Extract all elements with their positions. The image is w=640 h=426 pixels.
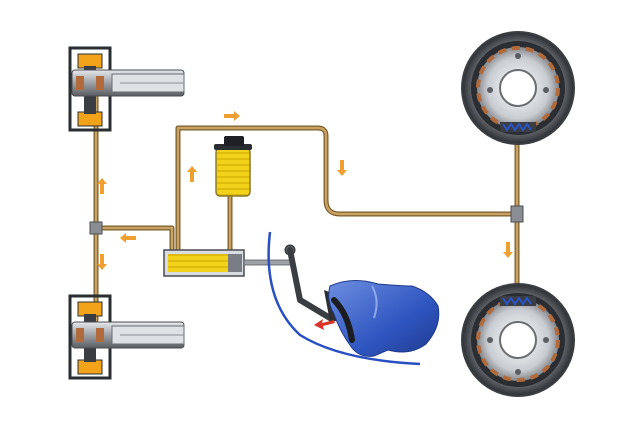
pedal-force-arrow — [314, 319, 335, 330]
master-cylinder — [163, 249, 295, 277]
rear-right-drum-brake — [461, 283, 575, 397]
fluid-reservoir — [214, 136, 252, 197]
top-line-arrow — [224, 111, 240, 121]
left-line-arrow — [120, 233, 136, 243]
right-line-arrow — [337, 160, 347, 176]
right-junction — [510, 205, 524, 223]
floor-line — [267, 231, 421, 366]
brake-lines — [89, 75, 524, 323]
front-left-disc-brake — [68, 46, 185, 132]
right-down-arrow — [503, 242, 513, 258]
rear-left-disc-brake — [68, 294, 185, 380]
left-junction — [89, 221, 103, 235]
front-right-drum-brake — [461, 31, 575, 145]
left-down-arrow — [97, 254, 107, 270]
flow-arrows — [97, 111, 513, 270]
left-up-arrow — [97, 178, 107, 194]
top-left-arrow — [187, 166, 197, 182]
driver-shoe — [328, 280, 440, 357]
